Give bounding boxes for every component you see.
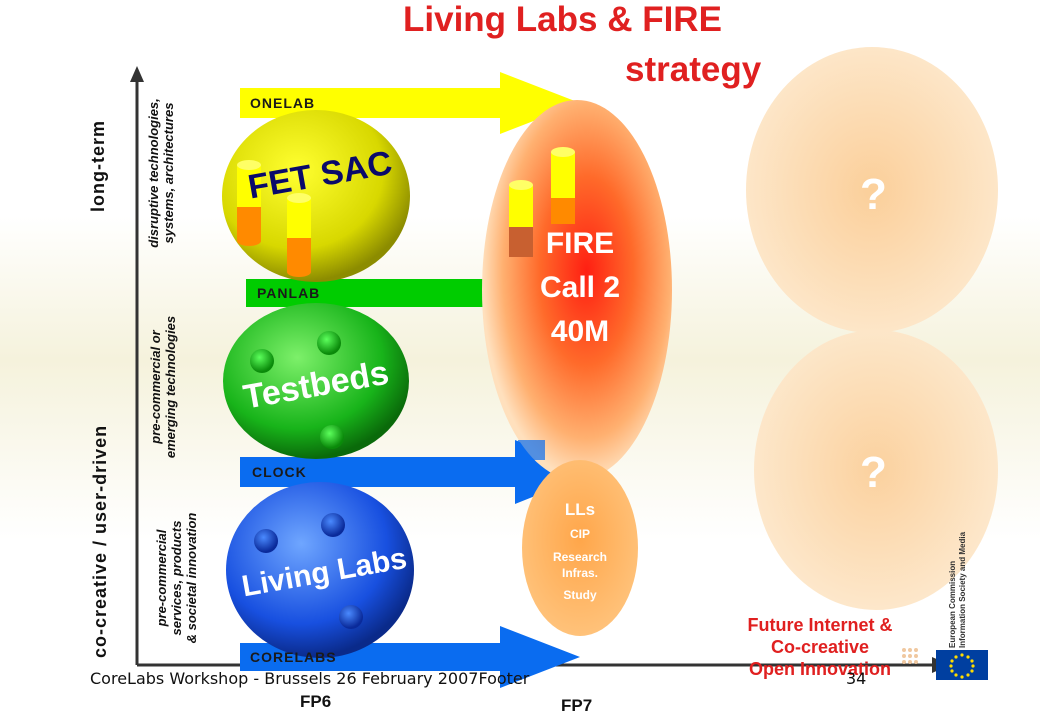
axis-sub-disruptive: disruptive technologies, systems, archit… [146,78,176,268]
onelab-arrow [240,72,580,134]
future-bottom-ellipse [754,330,998,610]
lls-title: LLs [564,500,596,519]
future-line3: Open Innovation [749,659,891,679]
precommercial-line1: pre-commercial or [148,330,163,444]
timeline-fp6: FP6 [300,692,332,711]
future-line1: Future Internet & [747,615,893,635]
axis-sub-precommercial: pre-commercial or emerging technologies [148,302,178,472]
testbed-node-icon [317,331,341,355]
fet-sac-circle [222,110,410,282]
fire-line3: 40M [550,315,610,348]
cylinder-icon [509,180,533,257]
living-lab-node-icon [254,529,278,553]
testbed-node-icon [250,349,274,373]
eu-logo-line2: Information Society and Media [958,531,967,648]
future-line2: Co-creative [770,637,870,657]
corelabs-label: CORELABS [250,649,337,665]
panlab-label: PANLAB [257,285,321,301]
footer-text: CoreLabs Workshop - Brussels 26 February… [90,669,530,688]
blue-connector [518,440,545,460]
lls-item-infras: Infras. [561,566,598,580]
cylinder-icon [287,193,311,277]
fire-text: FIRE Call 2 40M [510,222,650,354]
question-mark-top: ? [860,170,887,219]
axis-label-co-creative: co-creative / user-driven [90,424,110,658]
lls-item-study: Study [563,588,597,602]
lls-item-research: Research [552,550,608,564]
living-lab-node-icon [321,513,345,537]
slide-title-line2: strategy [625,50,762,89]
living-labs-circle [226,482,414,658]
lls-item-cip: CIP [569,527,590,541]
services-line3: & societal innovation [184,512,199,644]
fire-line2: Call 2 [539,271,621,304]
services-line2: services, products [169,520,184,636]
eu-logo-line1: European Commission [948,560,957,648]
axis-label-long-term: long-term [88,120,108,212]
axis-sub-services: pre-commercial services, products & soci… [154,494,199,662]
testbeds-circle [223,303,409,459]
page-number: 34 [846,669,867,688]
precommercial-line2: emerging technologies [163,315,178,459]
living-lab-node-icon [339,605,363,629]
lls-text: LLs CIP Research Infras. Study [530,500,630,603]
clock-label: CLOCK [252,464,307,480]
vertical-axis-arrowhead [130,66,144,82]
disruptive-line1: disruptive technologies, [146,98,161,248]
fire-line1: FIRE [545,227,615,260]
future-internet-text: Future Internet & Co-creative Open Innov… [700,614,940,680]
cylinder-icon [551,147,575,224]
cylinder-icon [237,160,261,246]
eu-commission-logo [902,648,988,680]
timeline-fp7: FP7 [561,696,593,715]
clock-arrow [240,440,595,504]
question-mark-bottom: ? [860,448,887,497]
future-top-ellipse [746,47,998,333]
testbed-node-icon [320,425,344,449]
services-line1: pre-commercial [154,529,169,627]
corelabs-arrow [240,626,580,688]
slide-title-line1: Living Labs & FIRE [403,0,722,39]
onelab-label: ONELAB [250,95,316,111]
eu-logo-text: European Commission Information Society … [948,498,968,648]
disruptive-line2: systems, architectures [161,102,176,244]
lls-ellipse [522,460,638,636]
